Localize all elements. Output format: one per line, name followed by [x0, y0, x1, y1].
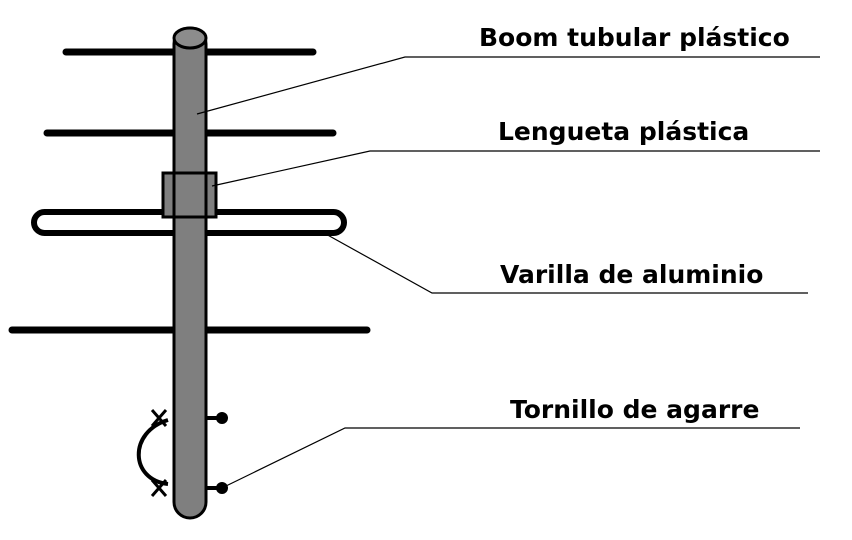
plastic-tab-boom-overlap: [174, 175, 206, 215]
clamp-nut-left-top: [150, 409, 168, 427]
u-bolt: [136, 418, 169, 486]
leader-varilla: [323, 232, 808, 294]
label-boom: Boom tubular plástico: [479, 23, 790, 52]
boom-tube-top-cap: [172, 26, 208, 50]
clamp-nut-left-bottom: [150, 479, 168, 497]
leader-boom: [196, 56, 820, 115]
clamp-bolt-right-top: [206, 412, 228, 424]
label-varilla: Varilla de aluminio: [500, 260, 763, 289]
leader-lengueta: [211, 150, 820, 187]
leader-tornillo: [225, 427, 800, 487]
label-tornillo: Tornillo de agarre: [510, 395, 759, 424]
label-lengueta: Lengueta plástica: [498, 117, 749, 146]
boom-tube: [172, 26, 208, 520]
clamp-bolt-right-bottom: [206, 482, 228, 494]
